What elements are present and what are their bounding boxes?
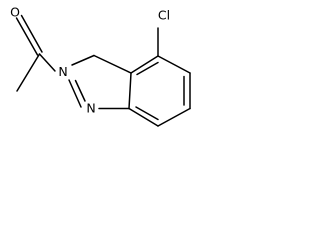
c3a-c7a-bond (128, 72, 132, 110)
chlorine-atom-label: Cl (158, 8, 170, 23)
c7-c7a-bond (128, 107, 159, 127)
n2-n1-bond (68, 79, 82, 108)
c3a-c4-bond (130, 55, 159, 74)
c6-c7-bond (157, 107, 191, 127)
oxygen-atom-label: O (10, 5, 20, 20)
c3a-c4-inner-line (136, 61, 159, 76)
nitrogen-1-atom-label: N (86, 101, 95, 116)
nitrogen-2-atom-label: N (58, 64, 67, 79)
n2-n1-inner-line (74, 79, 86, 102)
methyl-bond (16, 53, 41, 92)
bond-lines (15, 14, 191, 127)
atom-labels: O N N Cl (10, 5, 170, 116)
structure-canvas: O N N Cl (0, 0, 204, 134)
acyl-n-bond (38, 53, 56, 72)
c3-c3a-bond (93, 54, 132, 74)
c7-c7a-inner-line (135, 106, 159, 121)
carbonyl-double-bond-line-b (20, 14, 43, 53)
n2-c3-bond (71, 54, 95, 66)
indazole-structure-diagram: O N N Cl (10, 5, 191, 127)
c4-c5-bond (157, 55, 191, 74)
carbonyl-double-bond-line-a (15, 17, 39, 56)
